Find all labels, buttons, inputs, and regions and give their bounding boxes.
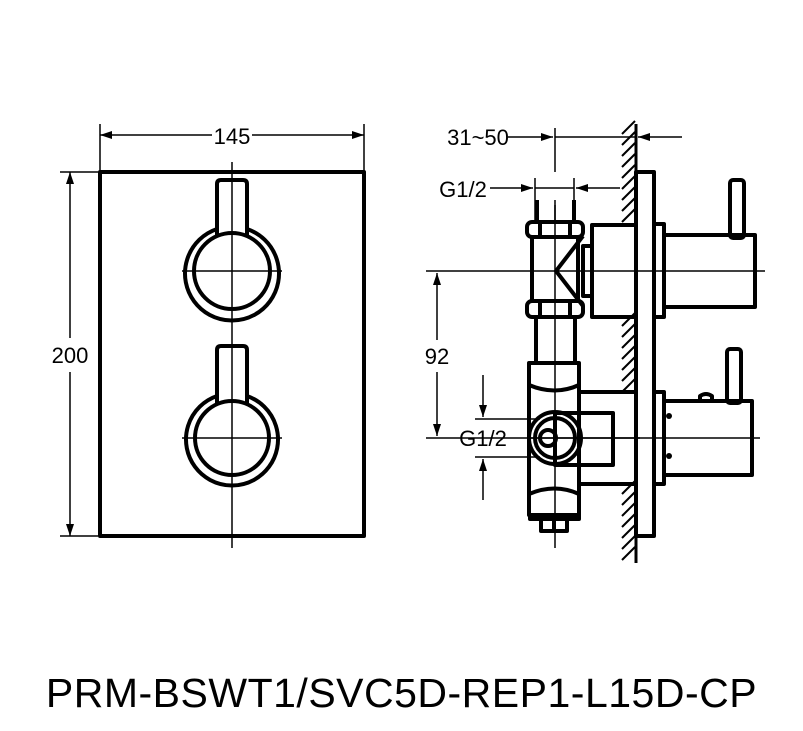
hatch-line — [621, 142, 636, 157]
upper-side-handle — [652, 178, 757, 319]
hatch-line — [621, 491, 636, 506]
lower-side-handle — [652, 347, 754, 486]
wall-depth-label: 31~50 — [447, 125, 509, 150]
hatch-line — [621, 208, 636, 223]
top-handle — [182, 178, 282, 323]
wall-depth-dimension: 31~50 — [447, 125, 682, 172]
upper-fitting — [525, 200, 638, 363]
hatch-line — [621, 197, 636, 212]
wall-hatching — [621, 120, 636, 561]
hatch-line — [621, 153, 636, 168]
hatch-line — [621, 535, 636, 550]
hatch-line — [621, 513, 636, 528]
front-view: 145 200 — [52, 124, 366, 548]
hatch-line — [621, 334, 636, 349]
hatch-line — [621, 164, 636, 179]
hatch-line — [621, 356, 636, 371]
height-label: 200 — [52, 343, 89, 368]
top-thread-label: G1/2 — [439, 177, 487, 202]
side-cover-plate — [634, 170, 656, 538]
hatch-line — [621, 312, 636, 327]
hatch-line — [621, 367, 636, 382]
top-thread-dimension: G1/2 — [439, 177, 620, 222]
bottom-handle — [182, 344, 282, 488]
height-dimension: 200 — [52, 171, 98, 537]
lower-valve-body — [527, 361, 640, 533]
wall — [621, 120, 638, 563]
hatch-line — [621, 546, 636, 561]
side-thread-label: G1/2 — [459, 426, 507, 451]
hatch-line — [621, 186, 636, 201]
width-dimension: 145 — [99, 124, 365, 172]
side-view: 31~50 G1/2 92 G1/2 — [425, 120, 765, 563]
hatch-line — [621, 378, 636, 393]
width-label: 145 — [214, 124, 251, 149]
center-distance-label: 92 — [425, 344, 449, 369]
hatch-line — [621, 120, 636, 135]
hatch-line — [621, 131, 636, 146]
side-thread-dimension: G1/2 — [459, 375, 540, 500]
hatch-line — [621, 345, 636, 360]
hatch-line — [621, 175, 636, 190]
hatch-line — [621, 502, 636, 517]
hatch-line — [621, 524, 636, 539]
hatch-line — [621, 323, 636, 338]
model-code: PRM-BSWT1/SVC5D-REP1-L15D-CP — [45, 670, 758, 716]
